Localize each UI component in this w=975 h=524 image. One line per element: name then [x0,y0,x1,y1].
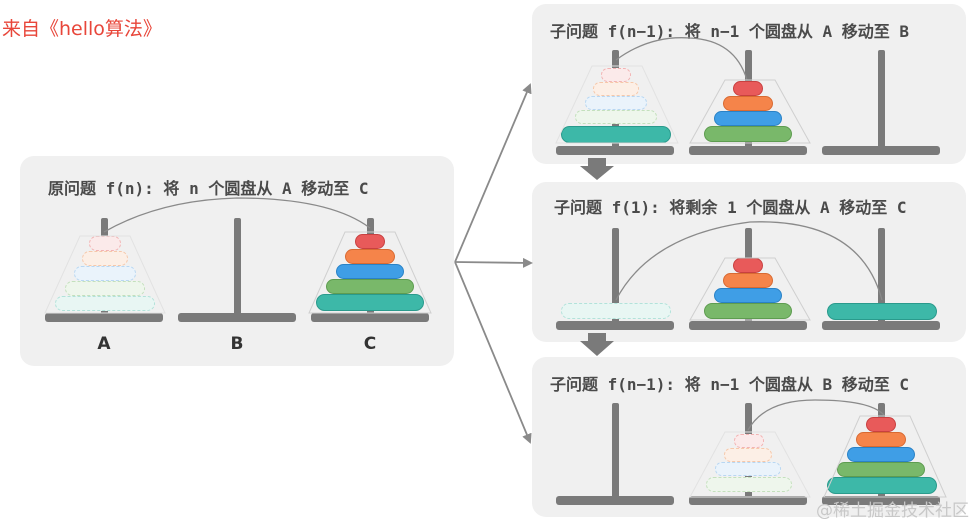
branch-arrow [454,83,532,263]
stack-outline [308,231,432,314]
peg-label-c: C [363,334,377,354]
stack-outline [44,235,166,314]
peg-c-base [822,321,940,330]
stack-outline [689,79,811,144]
ghost-disk [65,281,145,296]
subproblem-1-title: 子问题 f(n−1): 将 n−1 个圆盘从 A 移动至 B [550,22,910,41]
ghost-disk [55,296,155,311]
ghost-disk [715,462,781,476]
peg-c-rod [878,228,885,324]
disk-red [355,234,385,249]
subproblem-1-panel: 子问题 f(n−1): 将 n−1 个圆盘从 A 移动至 B [532,4,966,164]
ghost-disk [601,68,631,82]
disk-blue [336,264,404,279]
peg-c-base [311,313,429,322]
move-arc [615,221,883,301]
ghost-disk [593,82,639,96]
stack-outline [689,257,811,321]
down-arrow [580,333,614,356]
disk-orange [723,96,773,111]
ghost-disk [561,303,671,319]
peg-b-base [689,321,807,330]
ghost-disk [74,266,136,281]
subproblem-3-panel: 子问题 f(n−1): 将 n−1 个圆盘从 B 移动至 C [532,357,966,517]
disk-blue [714,111,782,126]
subproblem-3-title: 子问题 f(n−1): 将 n−1 个圆盘从 B 移动至 C [550,375,910,394]
move-arc [747,399,885,431]
disk-teal [316,294,424,311]
disk-blue [714,288,782,303]
peg-c-rod [878,50,885,150]
peg-a-rod [612,228,619,324]
disk-green [704,126,792,142]
disk-red [866,417,896,432]
disk-green [704,303,792,319]
peg-a-base [556,146,674,155]
disk-teal [827,477,937,494]
disk-teal [827,303,937,320]
main-problem-panel: 原问题 f(n): 将 n 个圆盘从 A 移动至 C A B C [20,156,454,366]
peg-b-rod [234,218,241,316]
peg-a-rod [612,403,619,499]
stack-outline [823,415,947,498]
branch-arrow [454,257,533,268]
peg-c-base [822,146,940,155]
down-arrow [580,158,614,180]
disk-blue [847,447,915,462]
move-arc [103,197,371,233]
ghost-disk [724,448,772,462]
peg-a-base [556,321,674,330]
move-arc [615,37,748,81]
source-label: 来自《hello算法》 [2,18,162,40]
subproblem-2-panel: 子问题 f(1): 将剩余 1 个圆盘从 A 移动至 C [532,182,966,342]
ghost-disk [575,110,657,124]
peg-b-base [689,146,807,155]
watermark: @稀土掘金技术社区 [816,501,969,521]
stack-outline [689,431,811,498]
peg-b-base [178,313,296,322]
disk-red [733,81,763,96]
disk-green [837,462,925,477]
ghost-disk [734,434,764,448]
ghost-disk [706,477,792,492]
disk-orange [345,249,395,264]
subproblem-2-title: 子问题 f(1): 将剩余 1 个圆盘从 A 移动至 C [554,198,907,217]
peg-a-base [45,313,163,322]
disk-green [326,279,414,294]
disk-orange [856,432,906,447]
peg-b-base [689,496,807,505]
branch-arrow [454,261,532,444]
disk-orange [723,273,773,288]
peg-label-a: A [97,334,111,354]
peg-a-base [556,496,674,505]
main-problem-title: 原问题 f(n): 将 n 个圆盘从 A 移动至 C [48,179,369,198]
peg-c-base [822,496,940,505]
stack-outline [555,65,679,144]
ghost-disk [82,251,128,266]
peg-label-b: B [230,334,244,354]
ghost-disk [585,96,647,110]
